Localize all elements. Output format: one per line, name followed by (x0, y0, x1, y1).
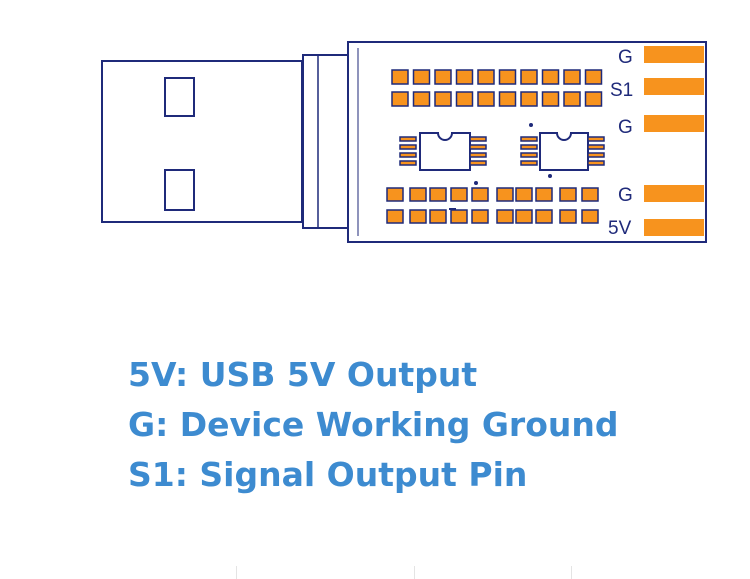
pad (391, 69, 409, 85)
pad (520, 91, 538, 107)
contact-g-top (644, 46, 704, 63)
pad-mark-right (548, 174, 552, 178)
pad (535, 187, 553, 202)
pad (450, 187, 468, 202)
pcb-board (347, 41, 707, 243)
pad (498, 91, 517, 107)
legend-g: G: Device Working Ground (128, 405, 619, 444)
pad (386, 187, 404, 202)
legend-5v: 5V: USB 5V Output (128, 355, 478, 394)
pad (563, 69, 581, 85)
pad (455, 69, 474, 85)
resistor-pad-array-bottom (386, 187, 599, 224)
pad (581, 209, 599, 224)
pad (520, 69, 538, 85)
pad (477, 91, 495, 107)
pin-label-g-bottom: G (618, 185, 633, 206)
ic-pin (399, 144, 417, 150)
pad (455, 91, 474, 107)
pad (584, 91, 603, 107)
pad (386, 209, 404, 224)
pin-label-5v: 5V (608, 218, 632, 239)
ic-pin (520, 160, 538, 166)
pad (559, 187, 577, 202)
edge-contacts (644, 46, 704, 236)
legend-s1: S1: Signal Output Pin (128, 455, 528, 494)
pad (563, 91, 581, 107)
usb-plug-body (101, 60, 303, 223)
ic-pin (469, 136, 487, 142)
pad-mark-left (474, 181, 478, 185)
pad (412, 69, 431, 85)
ic-chip-left (399, 132, 487, 171)
pad (584, 69, 603, 85)
pad (409, 187, 427, 202)
pad (429, 187, 447, 202)
resistor-pad-array-top (391, 69, 603, 107)
pad (471, 209, 489, 224)
contact-g-middle (644, 115, 704, 132)
pad (581, 187, 599, 202)
pad (515, 209, 533, 224)
usb-pcb-diagram: G S1 G G 5V (101, 41, 707, 243)
usb-plug-hole-top (164, 77, 195, 117)
pad (496, 187, 514, 202)
pad (496, 209, 514, 224)
usb-plug-hole-bottom (164, 169, 195, 211)
contact-5v (644, 219, 704, 236)
ic-pin (469, 160, 487, 166)
pad (450, 209, 468, 224)
pin-label-g-middle: G (618, 117, 633, 138)
ic-pin (587, 152, 605, 158)
pad (434, 69, 452, 85)
ic-pin (469, 144, 487, 150)
ic-pin (399, 136, 417, 142)
usb-collar (302, 54, 348, 229)
ic-pin (587, 144, 605, 150)
ic-pin (520, 152, 538, 158)
contact-g-bottom (644, 185, 704, 202)
ic-pin (399, 152, 417, 158)
ic-pin (587, 136, 605, 142)
pad (515, 187, 533, 202)
pin-label-g-top: G (618, 47, 633, 68)
pad (535, 209, 553, 224)
ic-pin (587, 160, 605, 166)
ic-chip-right (520, 123, 605, 171)
pad (477, 69, 495, 85)
pad (409, 209, 427, 224)
pad (471, 187, 489, 202)
pad (541, 69, 560, 85)
pad (391, 91, 409, 107)
pad (412, 91, 431, 107)
pad (541, 91, 560, 107)
ic-pin (520, 144, 538, 150)
ic-pin (520, 136, 538, 142)
pad (559, 209, 577, 224)
pad (434, 91, 452, 107)
pad (429, 209, 447, 224)
footer-separator (0, 566, 750, 579)
pad (498, 69, 517, 85)
ic-pin (399, 160, 417, 166)
pin-legend: 5V: USB 5V Output G: Device Working Grou… (128, 350, 618, 500)
pin-label-s1: S1 (610, 80, 633, 101)
ic-pin (469, 152, 487, 158)
contact-s1 (644, 78, 704, 95)
